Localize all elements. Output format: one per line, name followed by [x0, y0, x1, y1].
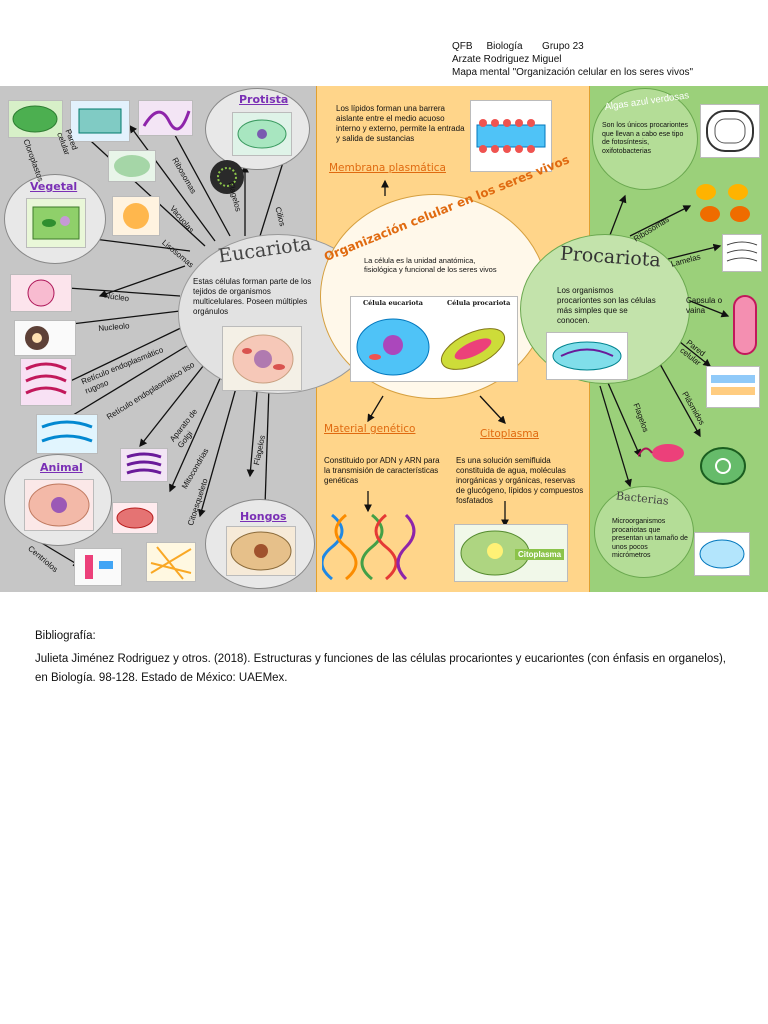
cell-wall-pro-image	[706, 366, 760, 408]
algae-node	[592, 88, 698, 190]
bibliography-reference-cont: en Biología. 98-128. Estado de México: U…	[35, 672, 288, 684]
cilia-image	[210, 160, 244, 194]
cytoskeleton-image	[146, 542, 196, 582]
cytoplasm-fig-label: Citoplasma	[515, 549, 565, 560]
cell-comparison-image: Célula eucariota Célula procariota	[350, 296, 518, 382]
bibliography-reference: Julieta Jiménez Rodriguez y otros. (2018…	[35, 653, 726, 665]
genetic-material-title: Material genético	[324, 423, 416, 435]
algae-image	[700, 104, 760, 158]
cell-wall-image	[70, 100, 130, 142]
capsule-image	[730, 294, 760, 356]
lysosome-image	[112, 196, 160, 236]
cloroplast-image	[8, 100, 63, 138]
mitochondria-image	[112, 502, 158, 534]
plasmid-image	[696, 440, 750, 492]
golgi-image	[120, 448, 168, 482]
center-description: La célula es la unidad anatómica, fisiol…	[364, 256, 497, 274]
algae-description: Son los únicos procariontes que llevan a…	[602, 122, 688, 155]
label-capsula: Capsula o vaina	[686, 296, 723, 315]
dna-image	[320, 511, 426, 583]
bacteria-description: Microorganismos procariotas que presenta…	[612, 518, 688, 559]
membrane-image	[470, 100, 552, 172]
eukaryote-cell-image	[222, 326, 302, 391]
vacuole-image	[108, 150, 156, 182]
animal-label: Animal	[40, 461, 83, 474]
prokaryote-description: Los organismos procariontes son las célu…	[557, 286, 656, 325]
protista-label: Protista	[239, 93, 289, 106]
eukaryote-description: Estas células forman parte de los tejido…	[193, 277, 312, 316]
fig-prokaryote-label: Célula procariota	[447, 299, 511, 307]
header-course: QFB Biología Grupo 23	[452, 41, 584, 52]
flagella-pro-image	[631, 436, 688, 470]
ribosome-pro-image	[692, 180, 756, 226]
vegetal-image	[26, 198, 86, 248]
rough-er-image	[20, 358, 72, 406]
cytoplasm-image: Citoplasma	[454, 524, 568, 582]
ribosome-image	[138, 100, 193, 136]
vegetal-label: Vegetal	[30, 180, 78, 193]
bacteria-image	[694, 532, 750, 576]
prokaryote-cell-image	[546, 332, 628, 380]
animal-image	[24, 479, 94, 531]
hongos-image	[226, 526, 296, 576]
mind-map: Eucariota Estas células forman parte de …	[0, 86, 768, 592]
genetic-material-description: Constituido por ADN y ARN para la transm…	[324, 456, 440, 485]
nucleus-image	[10, 274, 72, 312]
bacteria-node	[594, 486, 694, 578]
membrane-title: Membrana plasmática	[329, 162, 446, 174]
membrane-description: Los lípidos forman una barrera aislante …	[336, 104, 465, 143]
cytoplasm-description: Es una solución semifluida constituida d…	[456, 456, 584, 505]
smooth-er-image	[36, 414, 98, 454]
fig-eukaryote-label: Célula eucariota	[363, 299, 423, 307]
document-header: QFB Biología Grupo 23 Arzate Rodriguez M…	[452, 40, 693, 79]
nucleolus-image	[14, 320, 76, 356]
lamellae-image	[722, 234, 762, 272]
bibliography-heading: Bibliografía:	[35, 630, 96, 642]
cytoplasm-title: Citoplasma	[480, 428, 539, 440]
hongos-label: Hongos	[240, 510, 287, 523]
header-author: Arzate Rodriguez Miguel	[452, 54, 562, 65]
centriole-image	[74, 548, 122, 586]
protista-image	[232, 112, 292, 156]
header-title: Mapa mental "Organización celular en los…	[452, 67, 694, 78]
